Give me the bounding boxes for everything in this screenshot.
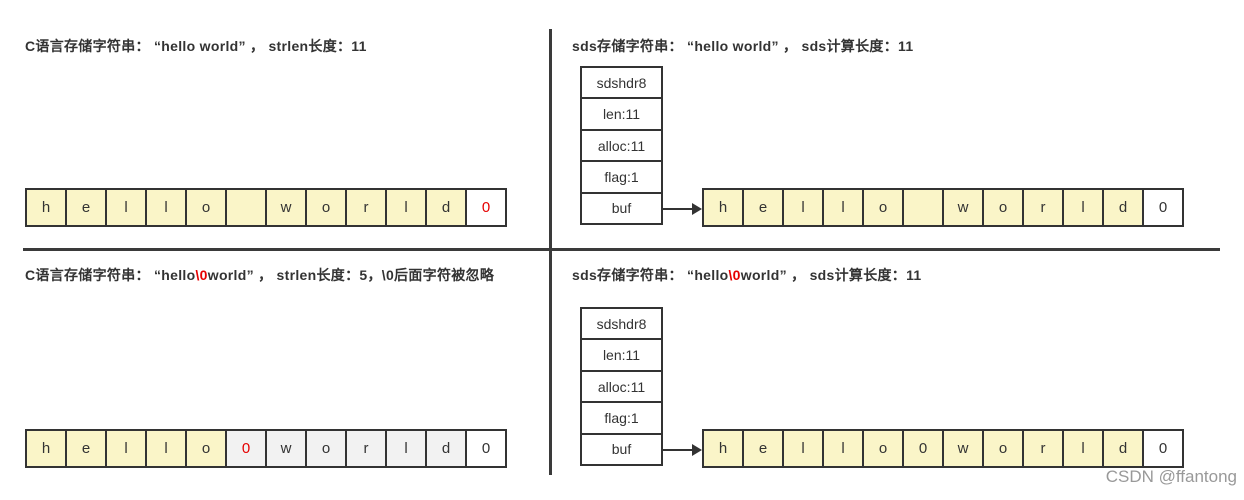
char-cell: l — [385, 188, 427, 227]
char-cell: e — [742, 429, 784, 468]
char-cell: o — [862, 429, 904, 468]
char-cell: e — [742, 188, 784, 227]
char-cell: d — [1102, 429, 1144, 468]
char-cell: r — [345, 188, 387, 227]
arrow-head-icon — [692, 203, 702, 215]
char-cell: h — [25, 188, 67, 227]
char-cell: w — [942, 429, 984, 468]
char-cell: r — [1022, 429, 1064, 468]
char-cell: r — [345, 429, 387, 468]
char-cell: l — [1062, 188, 1104, 227]
char-cell: h — [702, 429, 744, 468]
struct-field: flag:1 — [582, 403, 661, 435]
watermark: CSDN @ffantong — [1105, 467, 1237, 486]
struct-field: buf — [611, 200, 632, 217]
char-cell: w — [265, 429, 307, 468]
char-cell: e — [65, 429, 107, 468]
title-segment: world” ， strlen长度：5，\0后面字符被忽略 — [207, 267, 495, 283]
title-segment: world” ， sds计算长度：11 — [740, 267, 922, 283]
char-cell: l — [105, 429, 147, 468]
title-segment: sds存储字符串： “hello — [572, 267, 729, 283]
char-cell: w — [942, 188, 984, 227]
char-cell: o — [185, 429, 227, 468]
arrow-head-icon — [692, 444, 702, 456]
char-cell — [902, 188, 944, 227]
char-cell — [225, 188, 267, 227]
char-cell: l — [1062, 429, 1104, 468]
char-cell: d — [1102, 188, 1144, 227]
char-cell: o — [982, 429, 1024, 468]
title-red-segment: \0 — [195, 267, 208, 283]
char-cell: e — [65, 188, 107, 227]
title-segment: C语言存储字符串： “hello — [25, 267, 196, 283]
char-cell: h — [702, 188, 744, 227]
char-cell: o — [982, 188, 1024, 227]
title-sds-hello-world: sds存储字符串： “hello world” ， sds计算长度：11 — [572, 36, 913, 56]
struct-field: alloc:11 — [582, 372, 661, 404]
char-cell: l — [782, 429, 824, 468]
title-segment: sds存储字符串： “hello world” ， sds计算长度：11 — [572, 38, 914, 54]
char-cell: l — [105, 188, 147, 227]
buf-pointer-arrow-bottom — [663, 444, 702, 456]
struct-field: len:11 — [582, 99, 661, 131]
arrow-shaft — [663, 208, 693, 210]
struct-field: sdshdr8 — [582, 309, 661, 341]
char-cell: o — [305, 429, 347, 468]
vertical-divider — [549, 29, 552, 475]
char-cell: w — [265, 188, 307, 227]
title-sds-hello-nul-world: sds存储字符串： “hello\0world” ， sds计算长度：11 — [572, 265, 922, 285]
char-cell: 0 — [465, 429, 507, 468]
char-cell: 0 — [902, 429, 944, 468]
buf-pointer-arrow-top — [663, 203, 702, 215]
char-cell: 0 — [1142, 429, 1184, 468]
arrow-shaft — [663, 449, 693, 451]
char-cell: o — [305, 188, 347, 227]
title-segment: C语言存储字符串： “hello world” ， strlen长度：11 — [25, 38, 367, 54]
char-cell: h — [25, 429, 67, 468]
struct-field: flag:1 — [582, 162, 661, 194]
char-cell: 0 — [225, 429, 267, 468]
char-cell: d — [425, 188, 467, 227]
struct-field: buf — [611, 441, 632, 458]
char-cell: o — [185, 188, 227, 227]
char-cell: l — [822, 188, 864, 227]
struct-field: sdshdr8 — [582, 68, 661, 100]
horizontal-divider — [23, 248, 1220, 251]
char-cell: l — [145, 188, 187, 227]
title-red-segment: \0 — [728, 267, 741, 283]
char-cell: d — [425, 429, 467, 468]
char-cell: 0 — [465, 188, 507, 227]
char-cell: l — [385, 429, 427, 468]
char-cell: 0 — [1142, 188, 1184, 227]
title-cstring-hello-nul-world: C语言存储字符串： “hello\0world” ， strlen长度：5，\0… — [25, 265, 494, 285]
char-cell: l — [782, 188, 824, 227]
struct-field: len:11 — [582, 340, 661, 372]
title-cstring-hello-world: C语言存储字符串： “hello world” ， strlen长度：11 — [25, 36, 367, 56]
char-cell: l — [822, 429, 864, 468]
struct-field: alloc:11 — [582, 131, 661, 163]
char-cell: o — [862, 188, 904, 227]
char-cell: l — [145, 429, 187, 468]
char-cell: r — [1022, 188, 1064, 227]
